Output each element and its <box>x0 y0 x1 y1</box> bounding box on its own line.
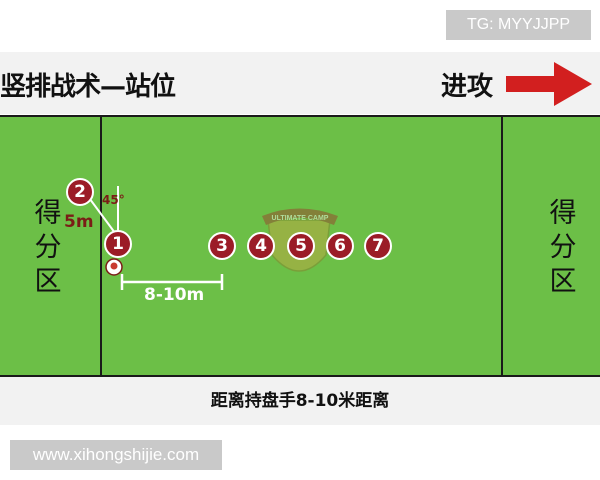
endzone-char: 得 <box>549 198 577 229</box>
left-endzone-label: 得 分 区 <box>28 197 68 299</box>
header-band <box>0 52 600 114</box>
stack-distance-label: 8-10m <box>144 285 205 305</box>
endzone-char: 得 <box>34 198 62 229</box>
player-marker-7: 7 <box>364 232 392 260</box>
player-marker-1: 1 <box>104 230 132 258</box>
endzone-char: 区 <box>34 266 62 297</box>
attack-direction-label: 进攻 <box>441 72 494 102</box>
handler-distance-label: 5m <box>64 212 94 232</box>
player-marker-6: 6 <box>326 232 354 260</box>
player-marker-2: 2 <box>66 178 94 206</box>
player-marker-4: 4 <box>247 232 275 260</box>
diagram-caption: 距离持盘手8-10米距离 <box>210 391 390 411</box>
endzone-char: 区 <box>549 266 577 297</box>
tg-watermark: TG: MYYJJPP <box>446 10 591 40</box>
frisbee-icon <box>105 258 123 276</box>
player-marker-3: 3 <box>208 232 236 260</box>
player-marker-5: 5 <box>287 232 315 260</box>
angle-label: 45° <box>102 193 125 207</box>
site-watermark: www.xihongshijie.com <box>10 440 222 470</box>
diagram-title: 竖排战术—站位 <box>0 72 176 102</box>
right-arrow-icon <box>506 62 592 106</box>
endzone-char: 分 <box>549 232 577 263</box>
footer-band <box>0 377 600 425</box>
endzone-char: 分 <box>34 232 62 263</box>
svg-text:ULTIMATE CAMP: ULTIMATE CAMP <box>272 215 329 222</box>
right-endzone-label: 得 分 区 <box>543 197 583 299</box>
field: ULTIMATE CAMP 得 分 区 得 分 区 1 2 3 4 5 6 7 … <box>0 115 600 377</box>
